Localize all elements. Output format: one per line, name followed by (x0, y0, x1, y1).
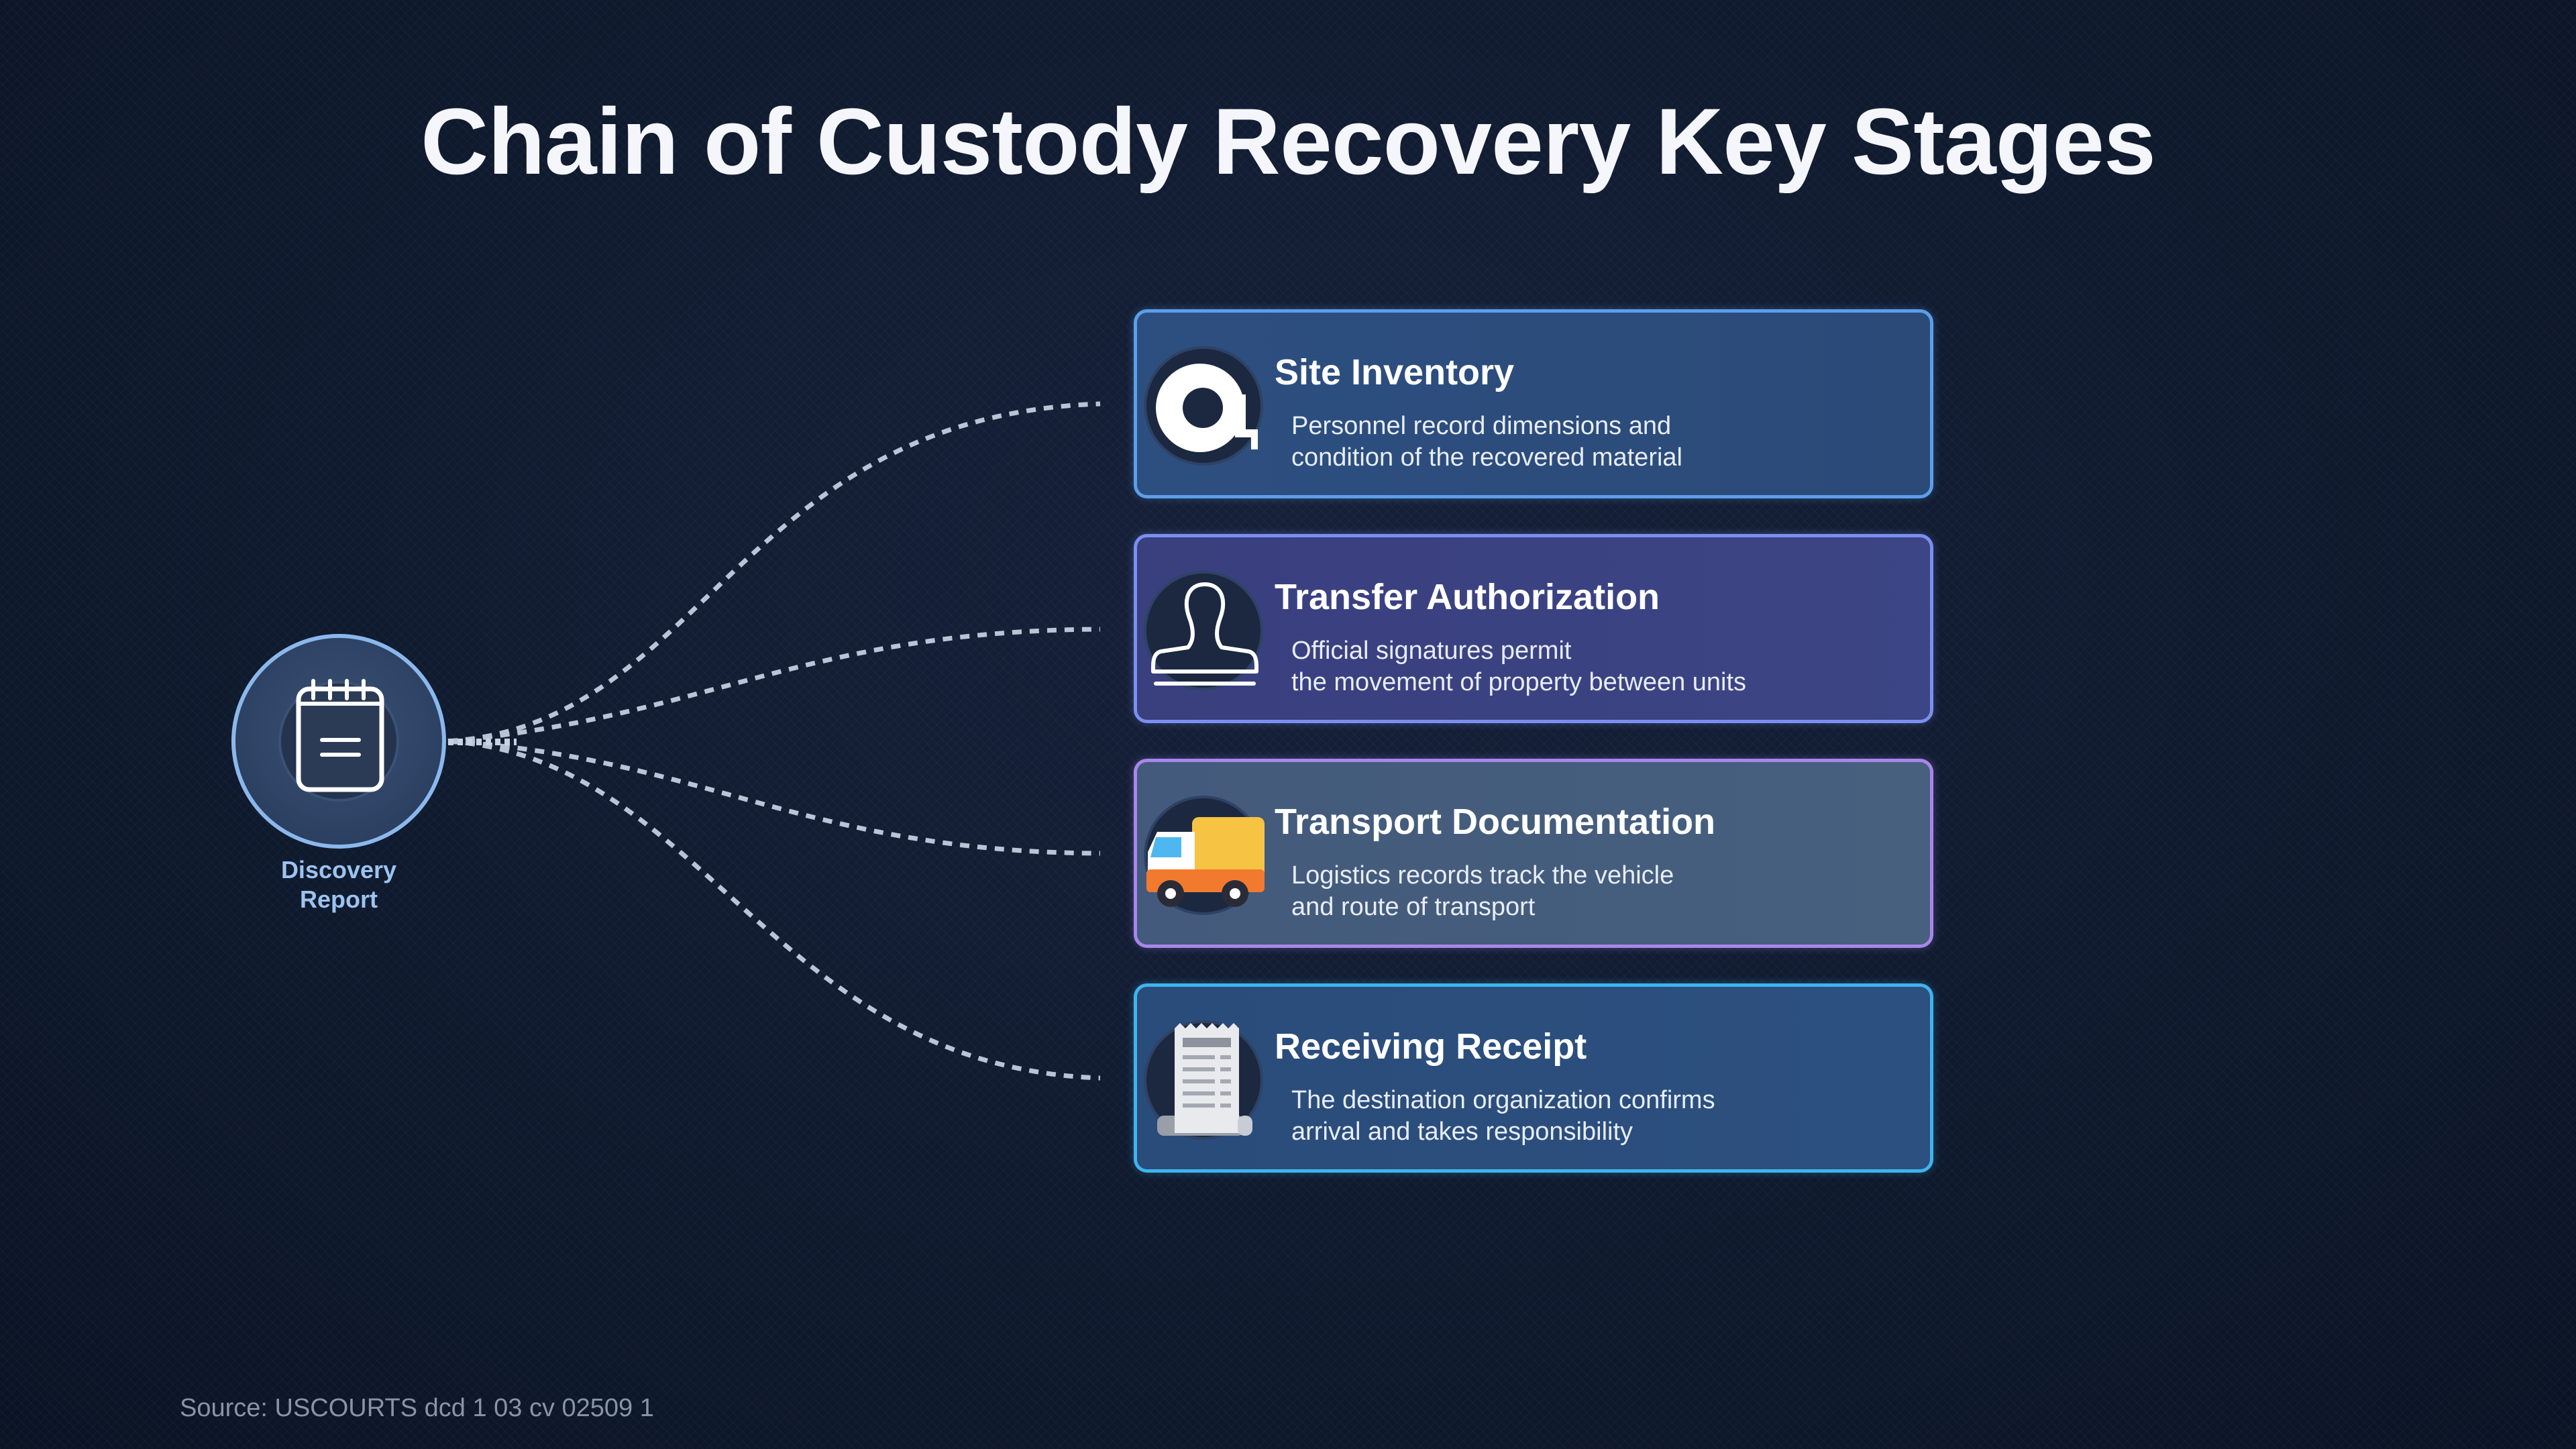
delivery-truck-icon (1146, 817, 1265, 907)
stamp-icon (1151, 582, 1258, 686)
stage-title: Receiving Receipt (1275, 1026, 1587, 1067)
stage-card-transfer-authorization: Transfer Authorization Official signatur… (1134, 534, 1933, 723)
stage-description-line-1: The destination organization confirms (1291, 1086, 1715, 1114)
stage-description-line-2: the movement of property between units (1291, 668, 1747, 696)
stage-card-receiving-receipt: Receiving Receipt The destination organi… (1134, 983, 1933, 1173)
stage-card-transport-documentation: Transport Documentation Logistics record… (1134, 759, 1933, 948)
source-note: Source: USCOURTS dcd 1 03 cv 02509 1 (180, 1394, 654, 1422)
stage-description-line-1: Official signatures permit (1291, 637, 1572, 665)
stage-title: Site Inventory (1275, 352, 1515, 392)
stage-description-line-2: and route of transport (1291, 893, 1536, 921)
connector-receiving-receipt (447, 739, 1101, 1081)
connector-site-inventory (447, 401, 1101, 744)
stage-description: Personnel record dimensions and conditio… (1291, 411, 1682, 474)
tape-measure-icon (1156, 364, 1258, 452)
stage-description-line-2: condition of the recovered material (1291, 443, 1682, 472)
stage-description-line-1: Personnel record dimensions and (1291, 412, 1672, 440)
hub-label-line-1: Discovery (280, 856, 397, 883)
stage-title: Transport Documentation (1275, 802, 1716, 842)
discovery-report-label: Discovery Report (231, 855, 446, 914)
stage-description-line-2: arrival and takes responsibility (1291, 1118, 1633, 1146)
notepad-icon (278, 679, 399, 802)
stage-description: The destination organization confirms ar… (1291, 1085, 1715, 1148)
stage-description: Official signatures permit the movement … (1291, 635, 1746, 698)
stage-card-site-inventory: Site Inventory Personnel record dimensio… (1134, 309, 1933, 498)
discovery-report-node (231, 634, 446, 849)
connector-transfer-authorization (447, 627, 1101, 744)
page-title: Chain of Custody Recovery Key Stages (421, 89, 2156, 194)
receipt-icon (1157, 1023, 1252, 1136)
stage-title: Transfer Authorization (1275, 577, 1660, 617)
stage-description-line-1: Logistics records track the vehicle (1291, 861, 1674, 890)
connector-transport-documentation (447, 739, 1101, 856)
stage-description: Logistics records track the vehicle and … (1291, 860, 1674, 923)
hub-label-line-2: Report (300, 885, 378, 913)
